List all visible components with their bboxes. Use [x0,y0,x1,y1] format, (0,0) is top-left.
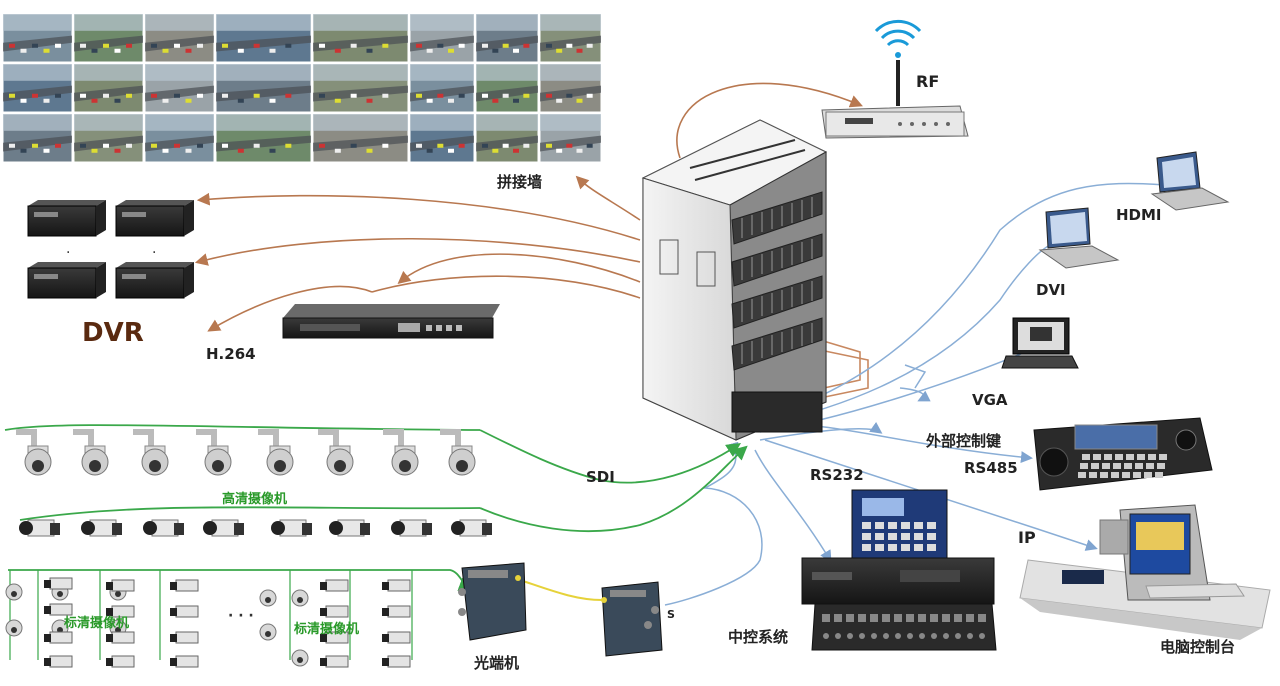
sd-box-camera-icon [49,631,73,644]
sd-box-camera-icon [49,655,73,668]
yellow-link [519,579,603,601]
antenna-icon [874,19,922,106]
matrix-rack [641,119,828,441]
svg-text:·: · [152,245,156,261]
sd-box-camera-icon [175,579,199,592]
sd-box-camera-icon [175,631,199,644]
sd-cameras [5,577,411,668]
sd-box-camera-icon [325,655,349,668]
optical-transceiver-a [458,562,527,641]
h264-label: H.264 [206,345,256,363]
optical-s-label: S [667,608,675,621]
sd-box-camera-icon [175,605,199,618]
laptop-hdmi [1150,151,1230,211]
sd-camera-label-left: 标清摄像机 [64,616,130,631]
hd-camera-label: 高清摄像机 [222,492,288,507]
ip-label: IP [1018,528,1036,547]
dome-cameras [16,429,476,476]
dvi-label: DVI [1036,281,1066,299]
brown-links [194,82,869,399]
dvr-label: DVR [82,318,144,348]
sd-box-camera-icon [387,579,411,592]
h264-encoder [282,304,500,339]
pc-console [1019,504,1271,640]
sdi-label: SDI [586,468,615,486]
camera-ellipsis: · · · [228,608,254,624]
sd-box-camera-icon [387,605,411,618]
sd-box-camera-icon [387,631,411,644]
sd-box-camera-icon [325,605,349,618]
sd-box-camera-icon [175,655,199,668]
laptop-dvi [1038,207,1120,269]
sd-box-camera-icon [111,631,135,644]
central-control-system [801,489,997,651]
external-keyboard-label: 外部控制键 [926,432,1002,450]
rs232-label: RS232 [810,466,864,484]
rf-receiver [821,105,969,139]
svg-text:·: · [66,245,70,261]
dvr-box [27,267,97,299]
optical-transceiver-label: 光端机 [474,654,520,672]
laptop-vga [1001,317,1079,369]
pc-console-label: 电脑控制台 [1160,638,1236,656]
hdmi-label: HDMI [1116,206,1162,224]
dvr-box [27,205,97,237]
sd-box-camera-icon [49,577,73,590]
dvr-box [115,267,185,299]
sd-camera-label-right: 标清摄像机 [294,622,360,637]
sd-box-camera-icon [325,579,349,592]
dvr-box [115,205,185,237]
keyboard-controller [1033,417,1213,491]
rf-label: RF [916,72,940,91]
video-wall-label: 拼接墙 [497,173,543,191]
hd-box-cameras [19,519,492,537]
sd-box-camera-icon [387,655,411,668]
dvr-group: · · [27,200,194,299]
vga-label: VGA [972,391,1008,409]
rs485-label: RS485 [964,459,1018,477]
sd-box-camera-icon [111,579,135,592]
video-wall [2,13,605,163]
optical-transceiver-b [601,581,663,657]
sd-box-camera-icon [111,655,135,668]
central-control-label: 中控系统 [728,628,789,646]
